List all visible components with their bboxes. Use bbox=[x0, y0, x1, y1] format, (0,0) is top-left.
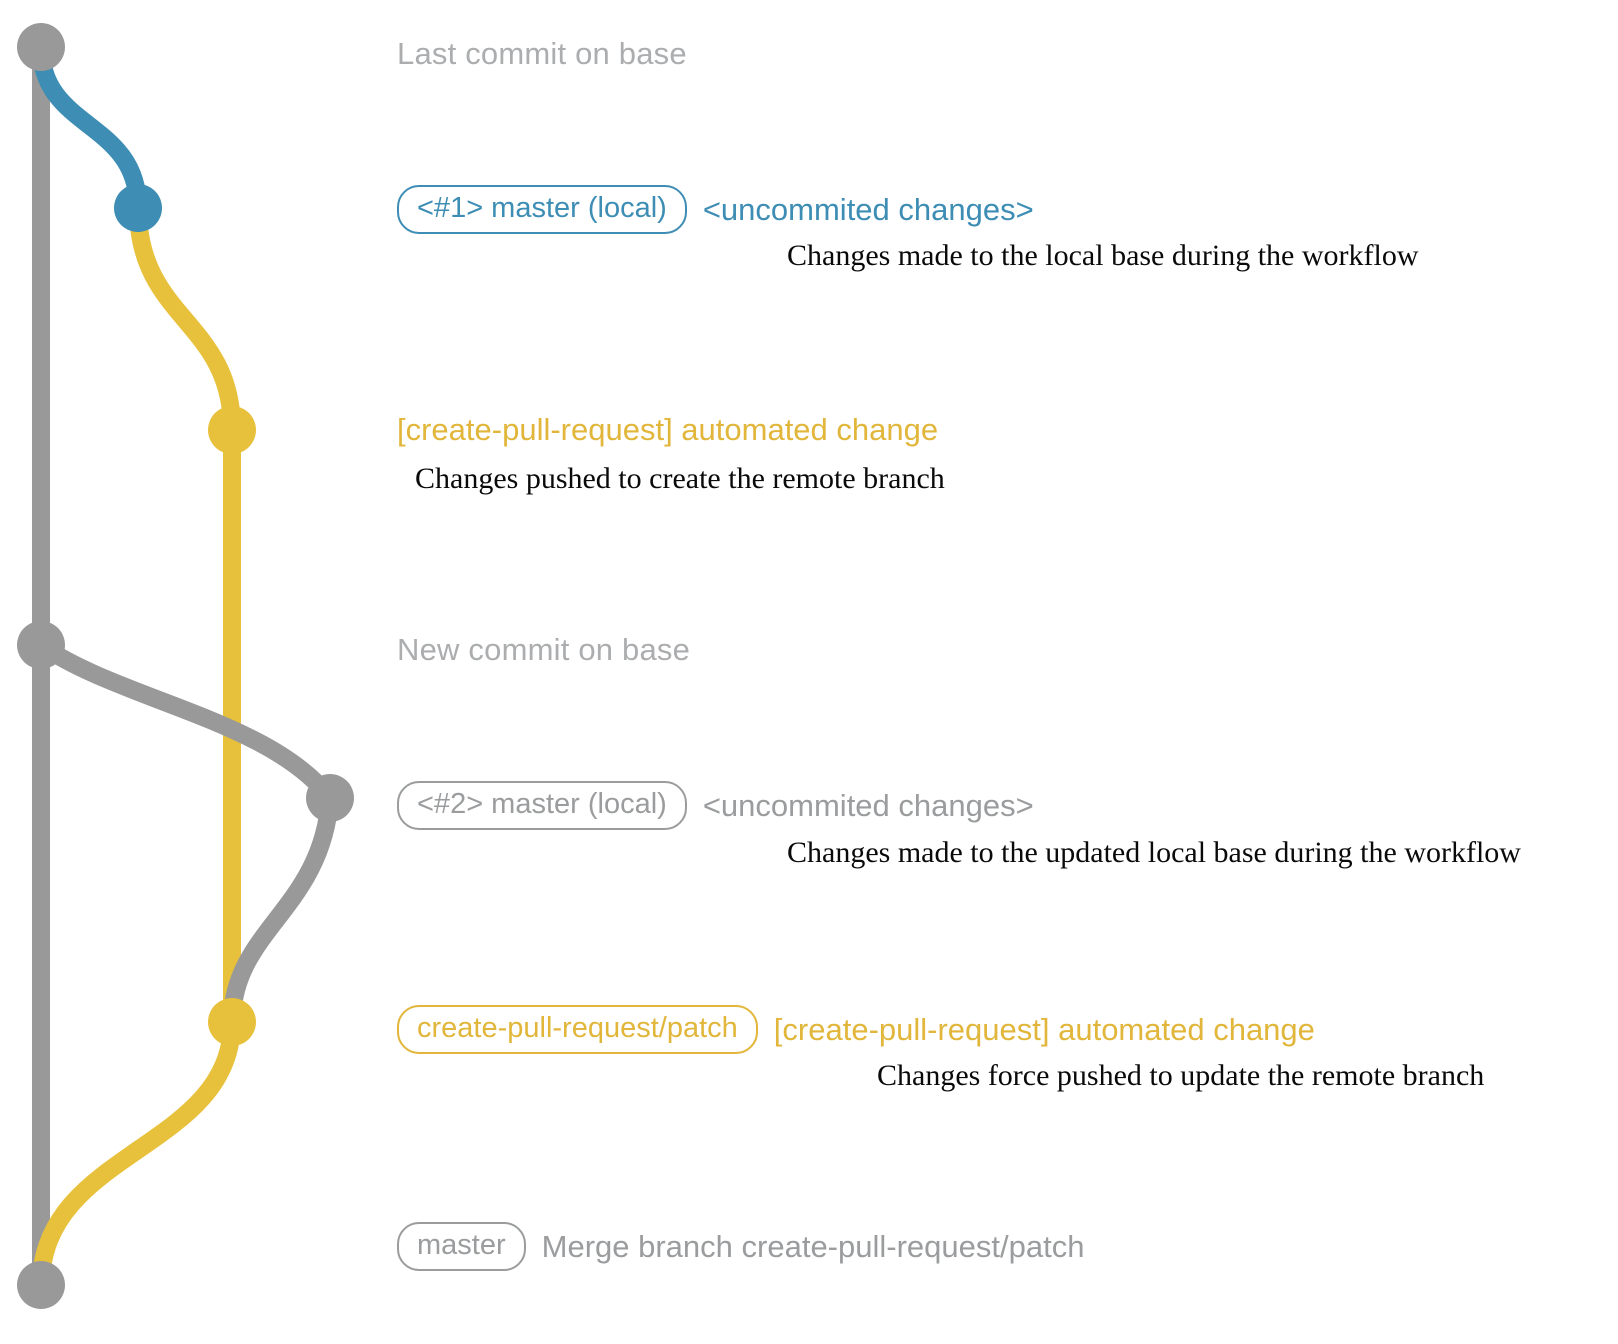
section-heading-new-commit-on-base: New commit on base bbox=[397, 632, 691, 667]
edge-local1-to-patch1 bbox=[129, 199, 241, 439]
note-master-local-2: Changes made to the updated local base d… bbox=[787, 836, 1521, 869]
commit-node-new-commit-on-base[interactable] bbox=[17, 621, 65, 669]
commit-node-merge-commit[interactable] bbox=[17, 1261, 65, 1309]
row-merge-commit: master Merge branch create-pull-request/… bbox=[397, 1222, 1084, 1271]
git-graph bbox=[17, 23, 354, 1309]
section-heading-last-commit-on-base: Last commit on base bbox=[397, 36, 687, 71]
commit-line-master-local-1: <#1> master (local) <uncommited changes> bbox=[397, 185, 1034, 234]
commit-node-master-local-2[interactable] bbox=[306, 774, 354, 822]
commit-node-master-local-1[interactable] bbox=[114, 184, 162, 232]
commit-node-automated-change-1[interactable] bbox=[208, 406, 256, 454]
commit-message-master-local-1: <uncommited changes> bbox=[702, 192, 1034, 227]
row-master-local-2: <#2> master (local) <uncommited changes> bbox=[397, 781, 1034, 830]
row-automated-change-1: [create-pull-request] automated change bbox=[397, 414, 938, 445]
note-automated-change-1: Changes pushed to create the remote bran… bbox=[415, 462, 945, 495]
commit-message-merge-commit: Merge branch create-pull-request/patch bbox=[541, 1229, 1085, 1264]
branch-badge-create-pull-request-patch[interactable]: create-pull-request/patch bbox=[397, 1005, 758, 1054]
edge-local2-to-patch2 bbox=[223, 789, 339, 1031]
branch-badge-master[interactable]: master bbox=[397, 1222, 526, 1271]
commit-node-last-commit-on-base[interactable] bbox=[17, 23, 65, 71]
commit-line-automated-change-1: [create-pull-request] automated change bbox=[397, 414, 938, 445]
branch-badge-master-local-1[interactable]: <#1> master (local) bbox=[397, 185, 687, 234]
commit-line-master-local-2: <#2> master (local) <uncommited changes> bbox=[397, 781, 1034, 830]
branch-badge-master-local-2[interactable]: <#2> master (local) bbox=[397, 781, 687, 830]
note-automated-change-2: Changes force pushed to update the remot… bbox=[877, 1059, 1485, 1092]
row-new-commit-on-base: New commit on base bbox=[397, 632, 690, 668]
note-master-local-1: Changes made to the local base during th… bbox=[787, 239, 1419, 272]
commit-node-automated-change-2[interactable] bbox=[208, 998, 256, 1046]
row-master-local-1: <#1> master (local) <uncommited changes> bbox=[397, 185, 1034, 234]
edge-patch2-to-merge bbox=[32, 1013, 241, 1294]
edge-base-to-local1 bbox=[32, 38, 147, 217]
commit-message-automated-change-2: [create-pull-request] automated change bbox=[773, 1012, 1315, 1047]
commit-message-automated-change-1: [create-pull-request] automated change bbox=[397, 412, 939, 447]
commit-line-merge-commit: master Merge branch create-pull-request/… bbox=[397, 1222, 1084, 1271]
commit-line-automated-change-2: create-pull-request/patch [create-pull-r… bbox=[397, 1005, 1315, 1054]
row-last-commit-on-base: Last commit on base bbox=[397, 36, 687, 72]
commit-message-master-local-2: <uncommited changes> bbox=[702, 788, 1034, 823]
row-automated-change-2: create-pull-request/patch [create-pull-r… bbox=[397, 1005, 1315, 1054]
edge-base2-to-local2 bbox=[32, 636, 339, 807]
